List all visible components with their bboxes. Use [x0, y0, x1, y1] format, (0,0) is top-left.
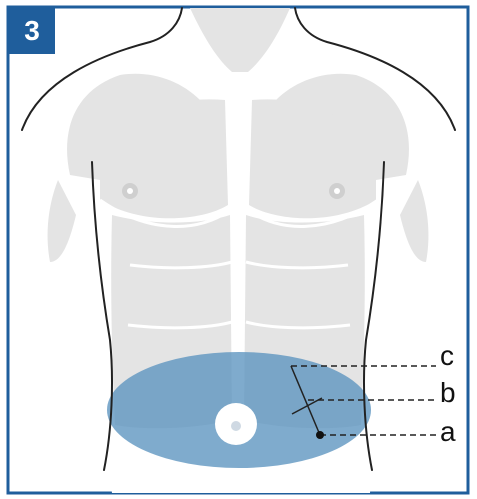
- navel-icon: [231, 421, 241, 431]
- callout-label-b: b: [440, 379, 456, 407]
- callout-label-c: c: [440, 342, 454, 370]
- callout-label-a: a: [440, 418, 456, 446]
- injection-point-dot: [316, 431, 324, 439]
- step-number-badge: 3: [9, 8, 55, 54]
- nipple-right: [329, 183, 345, 199]
- nipple-left: [122, 183, 138, 199]
